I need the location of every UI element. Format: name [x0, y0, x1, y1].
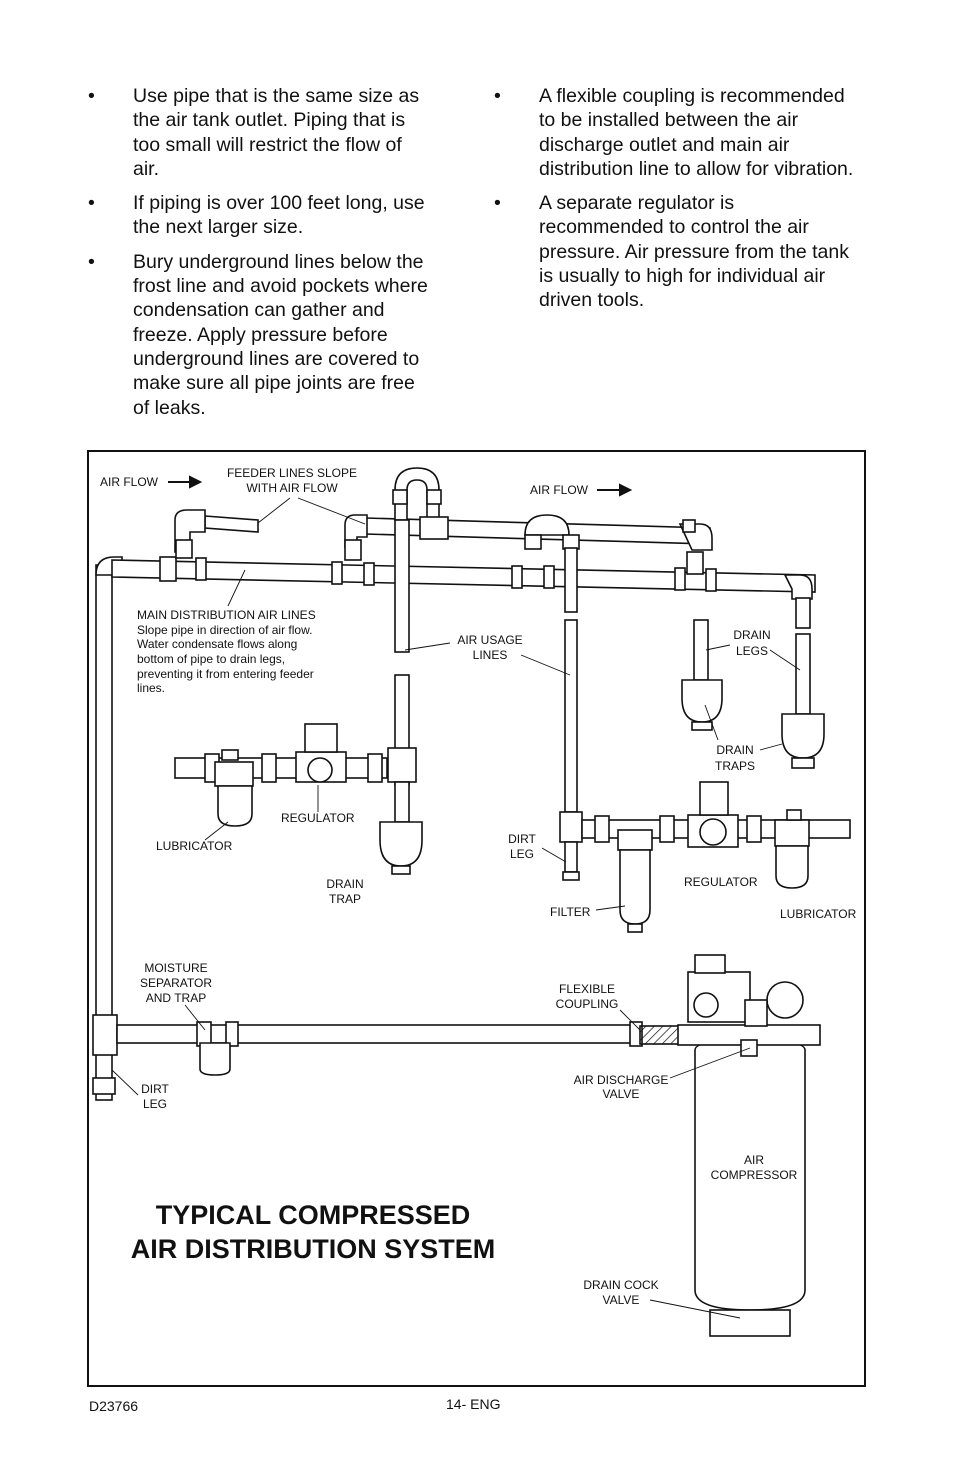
label-drain-cock-valve: VALVE [603, 1293, 640, 1307]
bullet-symbol: • [88, 85, 95, 107]
label-drain-trap: DRAIN [326, 877, 363, 891]
air-flow-arrow [168, 475, 633, 497]
label-air-compressor: AIR [744, 1153, 764, 1167]
label-dirt-leg: DIRT [508, 832, 536, 846]
bullet-text: Bury underground lines below the frost l… [133, 250, 428, 419]
bullet-text: Use pipe that is the same size as the ai… [133, 85, 420, 180]
bullet-symbol: • [88, 250, 95, 273]
diagram-frame [87, 450, 866, 1387]
label-drain-legs: DRAIN [733, 628, 770, 642]
label-drain-traps: TRAPS [715, 759, 755, 773]
label-air-compressor: COMPRESSOR [711, 1168, 798, 1182]
label-main-distribution-note: lines. [137, 681, 165, 695]
label-air-discharge-valve: AIR DISCHARGE [574, 1073, 669, 1087]
label-dirt-leg: LEG [143, 1097, 167, 1111]
label-main-distribution-note: preventing it from entering feeder [137, 667, 314, 681]
bullet-item: • A separate regulator is recommended to… [494, 191, 864, 312]
label-air-usage-lines: LINES [473, 648, 508, 662]
doc-number: D23766 [89, 1398, 139, 1414]
label-main-distribution-note: Water condensate flows along [137, 637, 297, 651]
diagram-title: AIR DISTRIBUTION SYSTEM [131, 1234, 496, 1264]
label-filter: FILTER [550, 905, 591, 919]
label-feeder-lines: WITH AIR FLOW [246, 481, 338, 495]
label-dirt-leg: LEG [510, 847, 534, 861]
bullet-text: If piping is over 100 feet long, use the… [133, 192, 425, 239]
instructions-left-column: • Use pipe that is the same size as the … [88, 84, 428, 430]
label-air-flow: AIR FLOW [530, 483, 589, 497]
label-lubricator: LUBRICATOR [780, 907, 857, 921]
bullet-text: A separate regulator is recommended to c… [539, 192, 849, 312]
label-regulator: REGULATOR [281, 811, 355, 825]
page-number: 14- ENG [446, 1396, 501, 1412]
bullet-item: • A flexible coupling is recommended to … [494, 84, 864, 181]
label-drain-trap: TRAP [329, 892, 361, 906]
bullet-item: • If piping is over 100 feet long, use t… [88, 191, 428, 240]
label-air-usage-lines: AIR USAGE [457, 633, 522, 647]
label-drain-traps: DRAIN [716, 743, 753, 757]
diagram-title: TYPICAL COMPRESSED [156, 1200, 471, 1230]
bullet-text: A flexible coupling is recommended to be… [539, 85, 854, 180]
label-air-flow: AIR FLOW [100, 475, 159, 489]
label-flexible-coupling: FLEXIBLE [559, 982, 615, 996]
label-air-discharge-valve: VALVE [603, 1087, 640, 1101]
bullet-symbol: • [88, 192, 95, 215]
label-drain-legs: LEGS [736, 644, 768, 658]
label-lubricator: LUBRICATOR [156, 839, 233, 853]
leader-lines [111, 497, 801, 1319]
label-moisture-separator: MOISTURE [144, 961, 207, 975]
label-dirt-leg: DIRT [141, 1082, 169, 1096]
label-main-distribution-note: bottom of pipe to drain legs, [137, 652, 285, 666]
piping [92, 467, 851, 1337]
label-moisture-separator: AND TRAP [146, 991, 206, 1005]
label-flexible-coupling: COUPLING [556, 997, 619, 1011]
bullet-item: • Bury underground lines below the frost… [88, 250, 428, 420]
instructions-right-column: • A flexible coupling is recommended to … [494, 84, 864, 323]
bullet-symbol: • [494, 85, 501, 107]
label-regulator: REGULATOR [684, 875, 758, 889]
label-moisture-separator: SEPARATOR [140, 976, 212, 990]
label-feeder-lines: FEEDER LINES SLOPE [227, 466, 357, 480]
label-drain-cock-valve: DRAIN COCK [583, 1278, 658, 1292]
label-main-distribution-note: Slope pipe in direction of air flow. [137, 623, 312, 637]
label-main-distribution: MAIN DISTRIBUTION AIR LINES [137, 608, 316, 622]
diagram-labels: AIR FLOW FEEDER LINES SLOPE WITH AIR FLO… [100, 466, 857, 1307]
bullet-symbol: • [494, 192, 501, 215]
bullet-item: • Use pipe that is the same size as the … [88, 84, 428, 181]
